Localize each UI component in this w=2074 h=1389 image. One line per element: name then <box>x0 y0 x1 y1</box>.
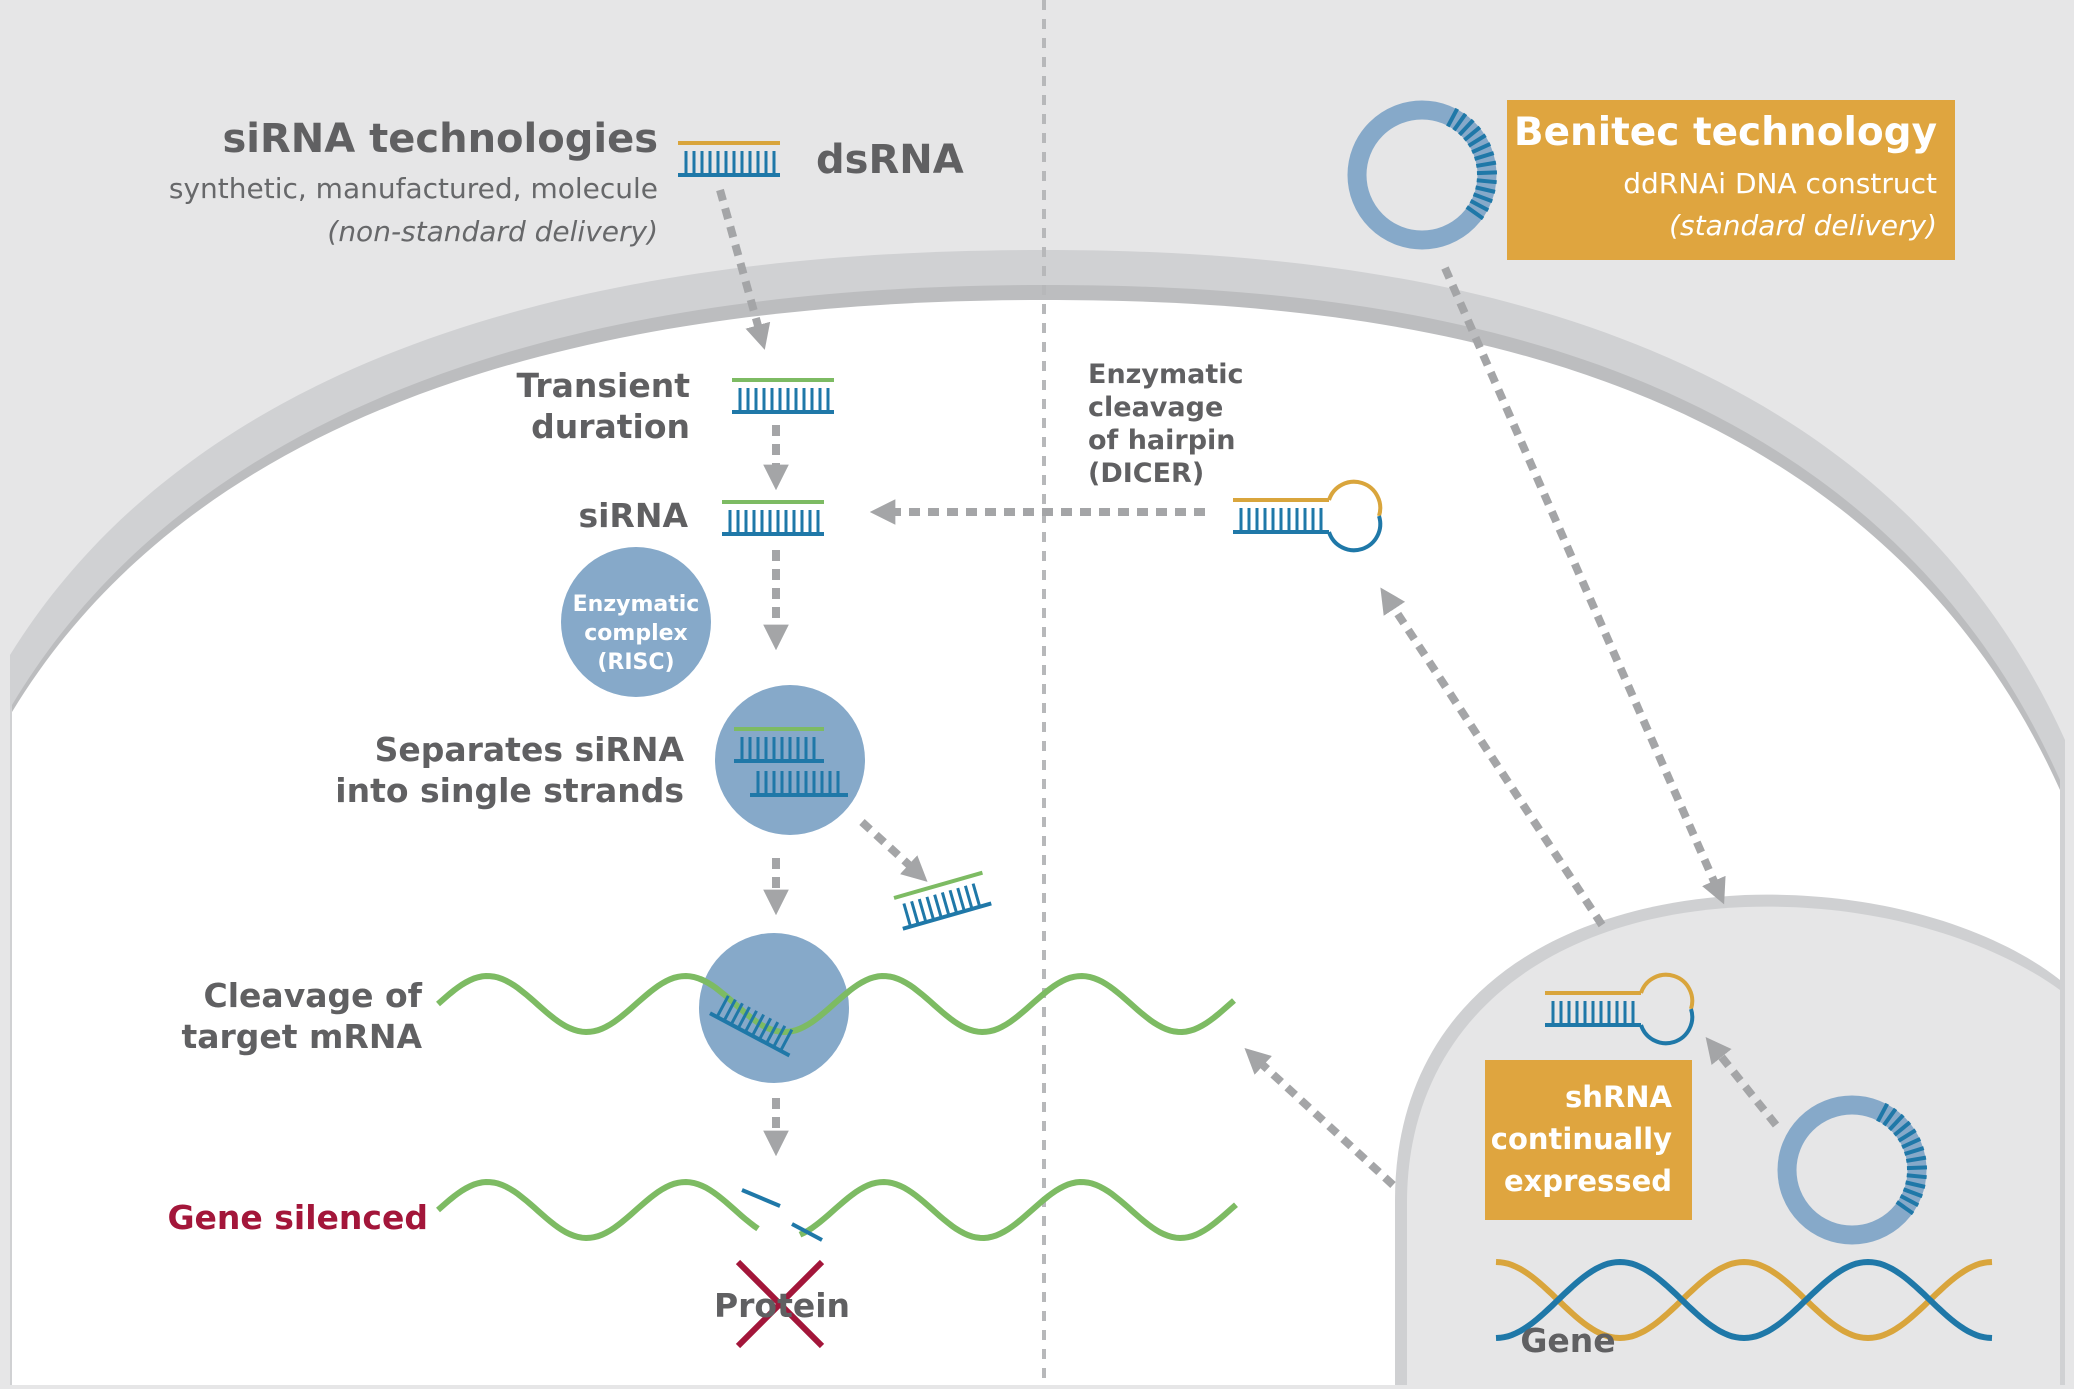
gene-silenced-label: Gene silenced <box>167 1198 428 1237</box>
benitec-delivery: (standard delivery) <box>1669 209 1937 242</box>
sirna-delivery: (non-standard delivery) <box>327 215 658 248</box>
shrna-label-line2: continually <box>1491 1122 1672 1156</box>
risc-label-line1: Enzymatic <box>573 592 700 617</box>
arrow-construct-to-shrna <box>1705 1037 1780 1128</box>
dicer-label-line3: of hairpin <box>1088 425 1236 456</box>
transient-label-line2: duration <box>531 407 690 446</box>
risc-bound-strand <box>709 995 794 1058</box>
transient-label-line1: Transient <box>516 366 690 405</box>
hairpin-shrna-nucleus <box>1545 972 1695 1046</box>
shrna-box <box>1485 1060 1692 1220</box>
cleaved-mrna-right <box>798 1178 1238 1242</box>
arrow-construct-to-nucleus <box>1441 266 1726 905</box>
dicer-label-line2: cleavage <box>1088 392 1223 423</box>
gene-strand-gold <box>1495 1258 1993 1342</box>
shrna-label-line3: expressed <box>1504 1164 1672 1198</box>
sirna-technologies-title: siRNA technologies <box>222 116 658 162</box>
hairpin-shrna-cytoplasm <box>1233 479 1383 553</box>
risc-label-line3: (RISC) <box>597 650 674 675</box>
arrow-separate-to-strand <box>859 819 928 882</box>
risc-complex-circle <box>561 547 711 697</box>
cleavage-risc-circle <box>699 933 849 1083</box>
sirna-molecule <box>722 500 824 536</box>
benitec-subtitle: ddRNAi DNA construct <box>1623 167 1937 200</box>
cleaved-mrna-left <box>436 1178 760 1242</box>
transient-sirna-molecule <box>732 378 834 414</box>
dsrna-label: dsRNA <box>816 137 964 183</box>
nucleus-construct-plasmid <box>1777 1095 1928 1245</box>
cleavage-label-line2: target mRNA <box>181 1017 422 1056</box>
gene-label: Gene <box>1520 1321 1615 1360</box>
released-guide-strand <box>893 870 992 931</box>
cleaved-strand-right <box>791 1222 823 1242</box>
separated-strand-blue <box>750 771 848 797</box>
sirna-subtitle: synthetic, manufactured, molecule <box>169 172 658 205</box>
shrna-label-line1: shRNA <box>1565 1080 1673 1114</box>
ddrnai-construct-plasmid <box>1347 100 1498 250</box>
arrow-nucleus-to-mrna <box>1244 1048 1396 1188</box>
benitec-title: Benitec technology <box>1514 110 1937 155</box>
separated-strand-green <box>734 727 824 763</box>
cleavage-label-line1: Cleavage of <box>204 976 423 1015</box>
sirna-label: siRNA <box>578 496 688 535</box>
protein-label: Protein <box>714 1286 850 1325</box>
dicer-label-line1: Enzymatic <box>1088 359 1244 390</box>
arrow-dsrna-to-transient <box>716 188 771 350</box>
arrow-nucleus-to-hairpin <box>1380 587 1606 928</box>
separates-label-line1: Separates siRNA <box>375 730 685 769</box>
arrows <box>716 188 1780 1188</box>
gene-strand-blue <box>1495 1258 1993 1342</box>
separates-label-line2: into single strands <box>335 771 684 810</box>
benitec-box <box>1507 100 1955 260</box>
protein-cross-line-2 <box>735 1259 825 1349</box>
risc-label-line2: complex <box>584 621 687 646</box>
dsrna-molecule <box>678 141 780 177</box>
dicer-label-line4: (DICER) <box>1088 458 1204 489</box>
cleaved-strand-left <box>741 1188 781 1208</box>
